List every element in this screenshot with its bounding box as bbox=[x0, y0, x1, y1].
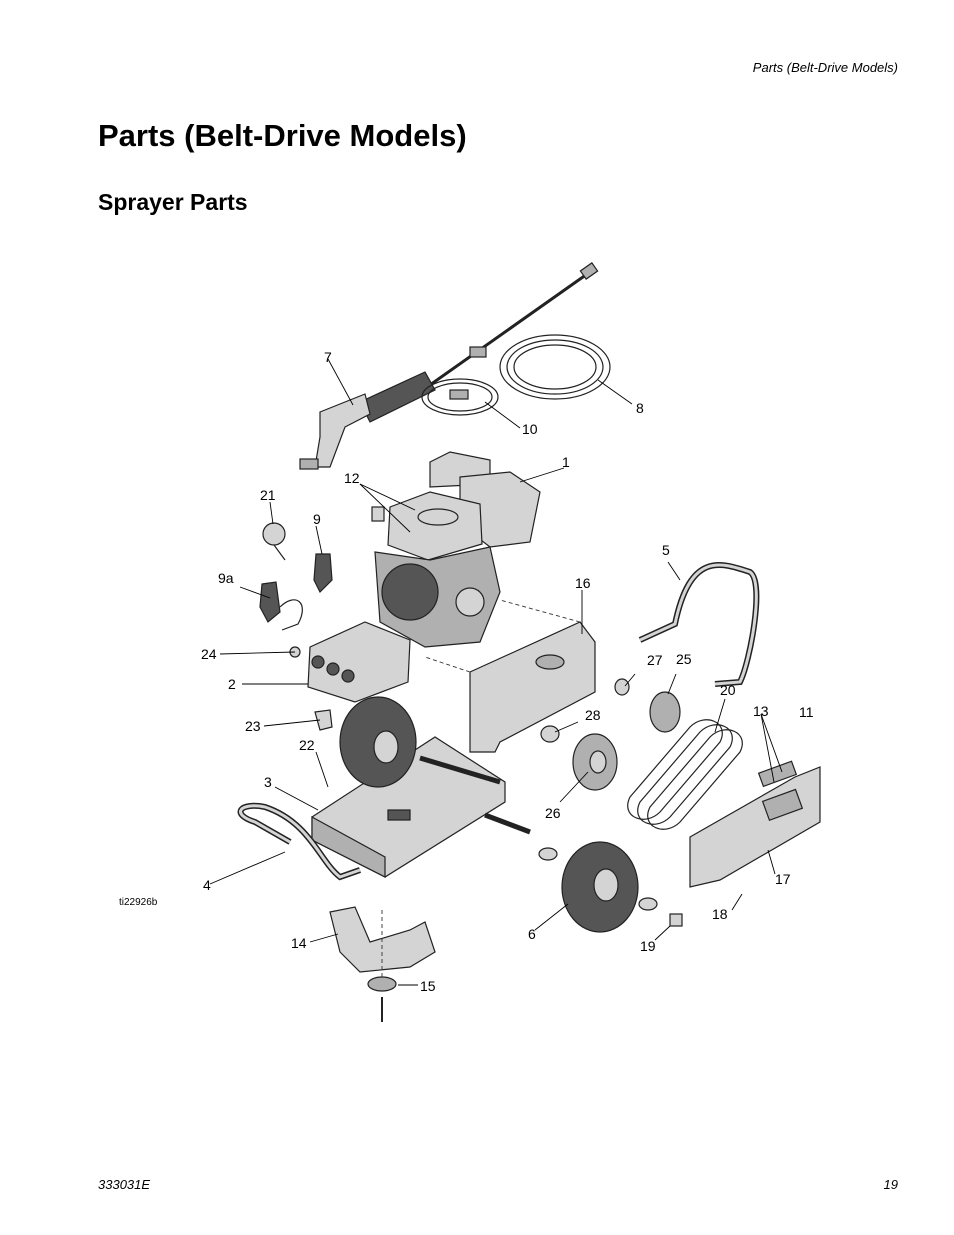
callout-5: 5 bbox=[662, 542, 670, 558]
callout-18: 18 bbox=[712, 906, 728, 922]
callout-16: 16 bbox=[575, 575, 591, 591]
callout-24: 24 bbox=[201, 646, 217, 662]
callout-12: 12 bbox=[344, 470, 360, 486]
callout-1: 1 bbox=[562, 454, 570, 470]
page-number: 19 bbox=[883, 1177, 898, 1192]
mount-illustration bbox=[329, 906, 436, 1022]
callout-9: 9 bbox=[313, 511, 321, 527]
doc-number: 333031E bbox=[98, 1177, 151, 1192]
wheels-illustration bbox=[339, 696, 683, 933]
belt-guard-illustration bbox=[689, 760, 821, 888]
callout-4: 4 bbox=[203, 877, 211, 893]
callout-25: 25 bbox=[676, 651, 692, 667]
callout-19: 19 bbox=[640, 938, 656, 954]
spray-gun-illustration bbox=[299, 262, 599, 470]
pulleys-illustration bbox=[540, 678, 743, 830]
exploded-parts-diagram: 1 2 3 4 5 6 7 8 9 9a 10 11 12 13 14 15 1… bbox=[170, 262, 830, 1032]
engine-illustration bbox=[371, 451, 541, 648]
callout-11: 11 bbox=[799, 704, 814, 720]
callout-13: 13 bbox=[753, 703, 769, 719]
callout-8: 8 bbox=[636, 400, 644, 416]
running-header: Parts (Belt-Drive Models) bbox=[752, 60, 898, 75]
pump-illustration bbox=[259, 522, 411, 731]
callout-14: 14 bbox=[291, 935, 307, 951]
callout-2: 2 bbox=[228, 676, 236, 692]
page-title: Parts (Belt-Drive Models) bbox=[98, 118, 467, 153]
callout-20: 20 bbox=[720, 682, 736, 698]
figure-id: ti22926b bbox=[119, 897, 158, 908]
callout-7: 7 bbox=[324, 349, 332, 365]
callout-9a: 9a bbox=[218, 570, 234, 586]
callout-27: 27 bbox=[647, 652, 663, 668]
callout-3: 3 bbox=[264, 774, 272, 790]
callout-17: 17 bbox=[775, 871, 791, 887]
callout-23: 23 bbox=[245, 718, 261, 734]
handles-illustration bbox=[237, 562, 760, 881]
callout-26: 26 bbox=[545, 805, 561, 821]
frame-illustration bbox=[311, 736, 506, 878]
hose-illustration bbox=[421, 334, 611, 416]
callout-15: 15 bbox=[420, 978, 436, 994]
callout-28: 28 bbox=[585, 707, 601, 723]
section-title: Sprayer Parts bbox=[98, 189, 248, 215]
callout-10: 10 bbox=[522, 421, 538, 437]
callout-labels: 1 2 3 4 5 6 7 8 9 9a 10 11 12 13 14 15 1… bbox=[201, 349, 814, 994]
callout-6: 6 bbox=[528, 926, 536, 942]
leader-lines bbox=[209, 358, 783, 986]
callout-22: 22 bbox=[299, 737, 315, 753]
bracket-illustration bbox=[424, 599, 596, 753]
callout-21: 21 bbox=[260, 487, 276, 503]
